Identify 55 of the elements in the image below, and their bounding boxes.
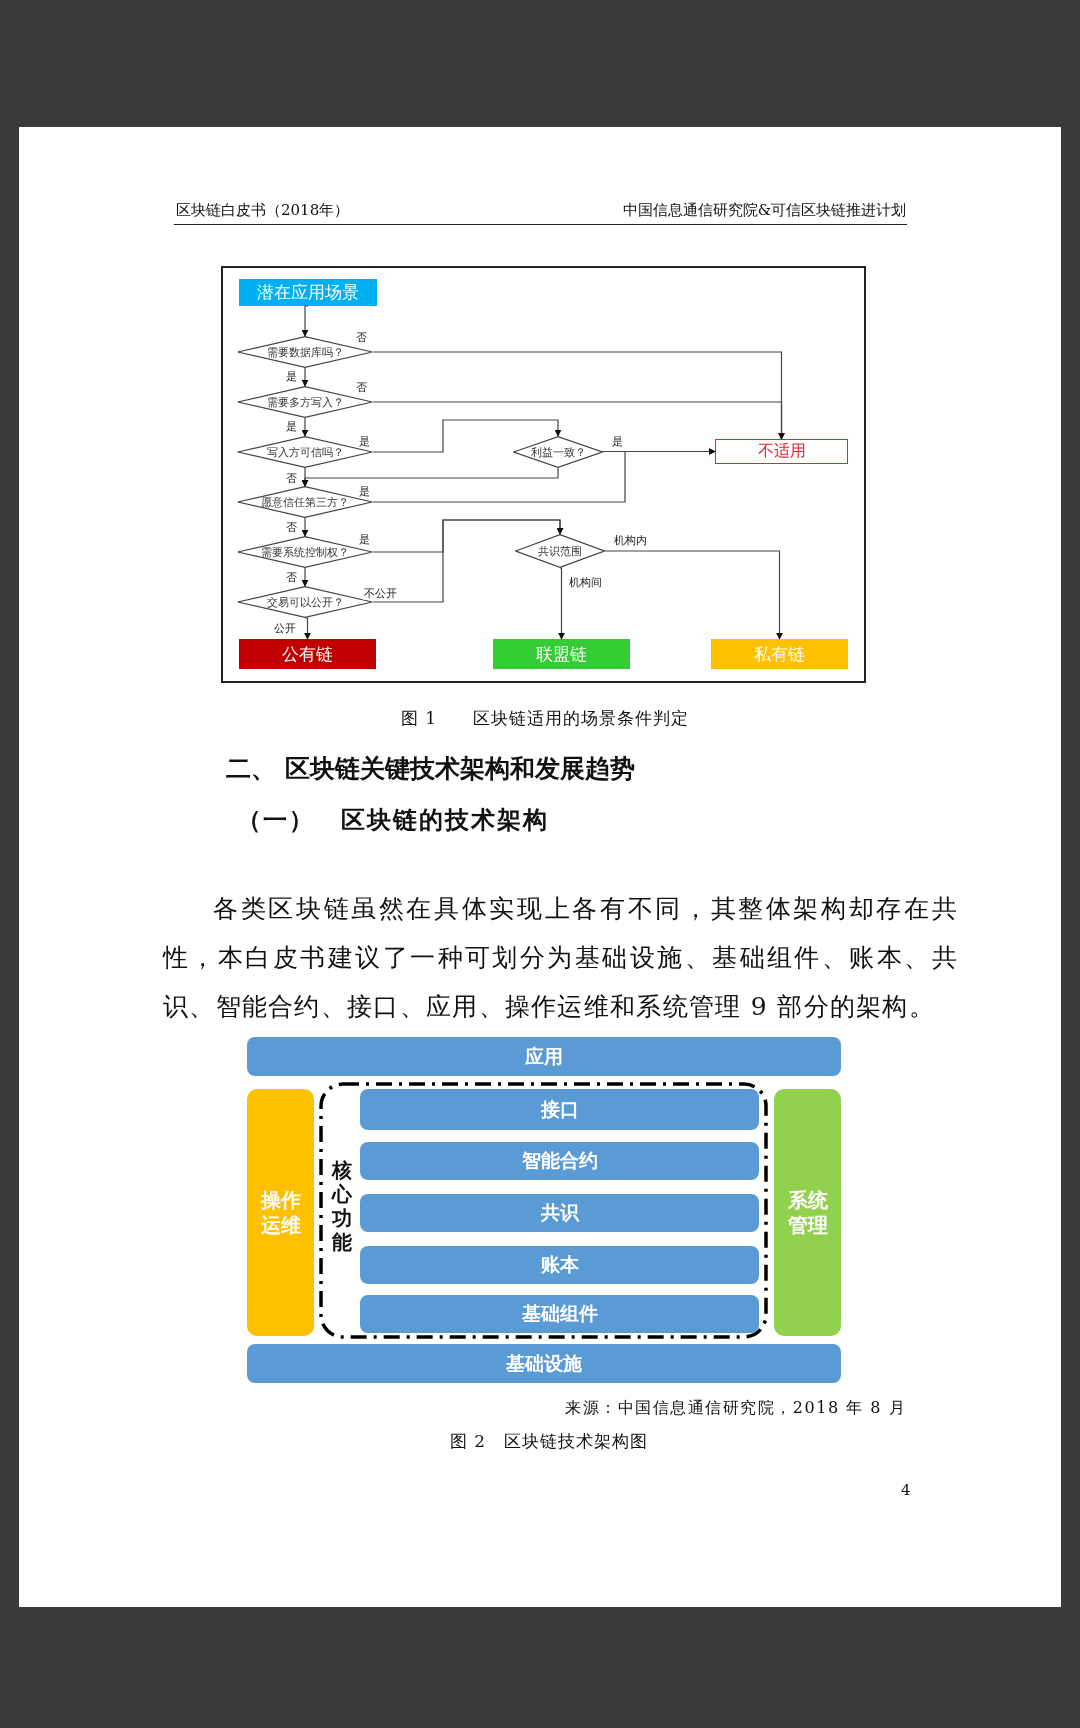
arrow bbox=[304, 617, 311, 640]
edge-label: 机构内 bbox=[612, 533, 648, 547]
arrow bbox=[372, 448, 716, 503]
figure-caption: 图 2 区块链技术架构图 bbox=[449, 1430, 649, 1453]
edge-label: 否 bbox=[354, 380, 368, 394]
edge-label: 是 bbox=[284, 369, 298, 383]
arrow bbox=[372, 401, 785, 440]
region-label: 核心功能 bbox=[330, 1158, 353, 1254]
arrow bbox=[372, 419, 562, 453]
figure-caption: 图 1 区块链适用的场景条件判定 bbox=[400, 707, 690, 730]
arrow bbox=[558, 567, 565, 640]
edge-label: 是 bbox=[610, 434, 624, 448]
result-box: 联盟链 bbox=[493, 639, 630, 669]
edge-label: 否 bbox=[284, 520, 298, 534]
arrow bbox=[301, 467, 559, 487]
layer-bar: 智能合约 bbox=[360, 1142, 759, 1180]
decision-diamond: 共识范围 bbox=[515, 534, 605, 568]
dashed-region bbox=[319, 1082, 768, 1339]
edge-label: 是 bbox=[357, 484, 371, 498]
layer-bar: 共识 bbox=[360, 1194, 759, 1232]
arrow bbox=[301, 367, 309, 387]
edge-label: 否 bbox=[284, 570, 298, 584]
arrow bbox=[372, 519, 564, 603]
side-bar: 系统管理 bbox=[774, 1089, 841, 1336]
arrow bbox=[604, 550, 783, 640]
edge-label: 是 bbox=[357, 532, 371, 546]
section-heading: 二、 区块链关键技术架构和发展趋势 bbox=[226, 753, 635, 785]
header-text: 中国信息通信研究院&可信区块链推进计划 bbox=[622, 201, 906, 220]
header-text: 区块链白皮书（2018年） bbox=[176, 201, 350, 220]
edge-label: 机构间 bbox=[567, 575, 603, 589]
edge-label: 否 bbox=[284, 471, 298, 485]
side-bar: 操作运维 bbox=[247, 1089, 314, 1336]
edge-label: 公开 bbox=[273, 621, 297, 635]
page-number: 4 bbox=[901, 1481, 911, 1499]
arrow bbox=[301, 567, 309, 587]
result-box: 私有链 bbox=[711, 639, 848, 669]
decision-diamond: 利益一致？ bbox=[513, 436, 603, 468]
start-box: 潜在应用场景 bbox=[239, 279, 377, 306]
edge-label: 是 bbox=[284, 419, 298, 433]
layer-bar: 基础组件 bbox=[360, 1295, 759, 1333]
layer-bar: 接口 bbox=[360, 1089, 759, 1130]
edge-label: 是 bbox=[357, 434, 371, 448]
arrow bbox=[301, 517, 309, 537]
source-note: 来源：中国信息通信研究院，2018 年 8 月 bbox=[565, 1398, 906, 1419]
arrow bbox=[301, 305, 309, 337]
edge-label: 不公开 bbox=[362, 586, 398, 600]
edge-label: 否 bbox=[354, 330, 368, 344]
subsection-heading: （一） 区块链的技术架构 bbox=[237, 804, 549, 836]
result-box: 不适用 bbox=[715, 439, 848, 464]
body-paragraph: 各类区块链虽然在具体实现上各有不同，其整体架构却存在共性，本白皮书建议了一种可划分为基础设施、基础组件、账本、共识、智能合约、接口、应用、操作运维和系统管理 9 部分的架构。 bbox=[163, 893, 958, 1023]
layer-bar: 基础设施 bbox=[247, 1344, 841, 1383]
layer-bar: 应用 bbox=[247, 1037, 841, 1076]
layer-bar: 账本 bbox=[360, 1246, 759, 1284]
result-box: 公有链 bbox=[239, 639, 376, 669]
arrow bbox=[301, 417, 309, 437]
